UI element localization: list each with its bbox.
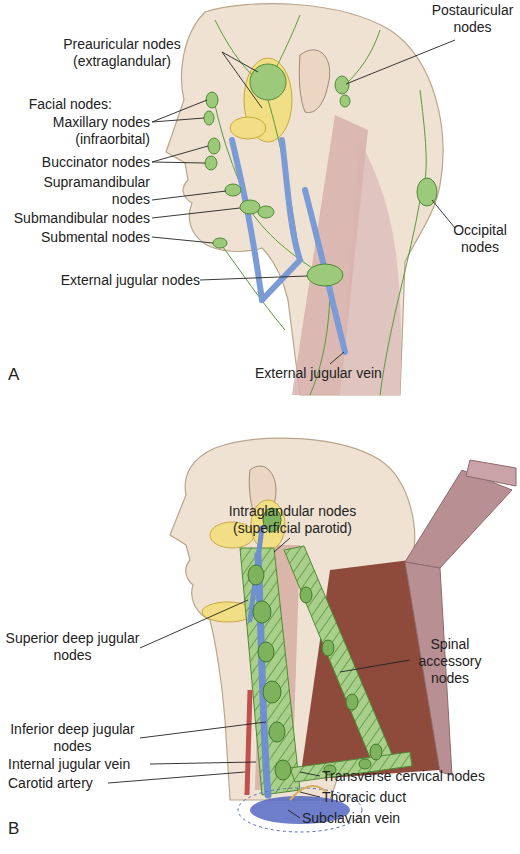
structure-label: Superior deep jugular nodes [5, 630, 140, 664]
structure-label: Buccinator nodes [0, 154, 150, 171]
spinal-accessory-chain [284, 546, 396, 772]
lymph-node [269, 722, 285, 742]
lymph-vessel [380, 200, 420, 395]
lymph-node [307, 264, 343, 286]
structure-label: Maxillary nodes (infraorbital) [0, 114, 150, 148]
leader-line [432, 200, 455, 228]
lymph-node [206, 92, 218, 108]
leader-line [108, 772, 245, 783]
structure-label: Spinal accessory nodes [405, 636, 495, 687]
sternocleidomastoid-muscle [292, 115, 368, 395]
lymph-node [258, 642, 274, 662]
lymph-node [225, 184, 241, 196]
structure-label: Submental nodes [0, 229, 150, 246]
veins [232, 140, 345, 352]
lymph-vessel [345, 30, 380, 85]
lymph-node [322, 640, 334, 656]
leader-line [340, 660, 410, 672]
lymph-node [300, 587, 312, 603]
carotid-artery [247, 690, 250, 795]
lymph-node [253, 601, 271, 623]
lymph-node [359, 759, 371, 769]
leader-line [140, 722, 266, 738]
facial-vein [232, 140, 262, 300]
structure-label: Thoracic duct [322, 789, 472, 806]
structure-label: Preauricular nodes (extraglandular) [22, 36, 222, 70]
structure-label: Subclavian vein [302, 810, 472, 827]
structure-label: External jugular nodes [40, 272, 200, 289]
deep-jugular-chain [240, 548, 300, 795]
lymph-node [213, 238, 227, 248]
lymph-node [204, 111, 214, 125]
leader-line [152, 162, 205, 163]
structure-label: Postauricular nodes [425, 2, 520, 36]
lymph-vessel [250, 210, 318, 272]
lymph-vessel [420, 90, 426, 180]
ear [299, 50, 330, 113]
trapezius-muscle [405, 470, 512, 568]
external-jugular-vein [305, 190, 345, 352]
leader-line [288, 810, 300, 818]
lymph-node [248, 565, 264, 585]
structure-label: External jugular vein [255, 365, 455, 382]
leader-line [150, 762, 256, 764]
structure-label: Carotid artery [8, 775, 158, 792]
lymph-node [263, 681, 281, 703]
leader-line [222, 52, 258, 72]
leader-line [346, 40, 455, 84]
leader-line [300, 772, 320, 776]
structure-label: Occipital nodes [440, 222, 520, 256]
structure-label: Transverse cervical nodes [322, 768, 517, 785]
lymph-node [205, 156, 217, 170]
leader-line [140, 600, 248, 648]
leader-line [152, 191, 226, 200]
structure-label: Intraglandular nodes (superficial paroti… [195, 503, 390, 537]
lymph-node [275, 760, 291, 780]
lymph-node [258, 206, 274, 218]
lymph-vessel [215, 20, 258, 80]
leader-line [152, 118, 204, 122]
leader-line [330, 352, 344, 364]
lymph-node [208, 138, 220, 154]
leader-line [222, 52, 262, 108]
leader-line [200, 276, 307, 280]
trapezius-muscle [466, 460, 516, 486]
structure-label: Inferior deep jugular nodes [5, 721, 140, 755]
lymph-vessel [275, 15, 300, 70]
lymph-nodes [204, 76, 437, 286]
lymph-node [250, 64, 286, 100]
structure-label: Submandibular nodes [0, 210, 150, 227]
lymph-node [346, 694, 358, 710]
leader-line [152, 146, 208, 162]
panel-letter: A [8, 366, 38, 383]
panel-letter: B [8, 820, 38, 837]
internal-jugular-vein [258, 555, 268, 795]
parotid-lobe [230, 117, 266, 139]
leader-lines [152, 40, 455, 364]
lymph-node [240, 200, 260, 214]
retromandibular-vein [262, 140, 300, 300]
leader-line [152, 237, 213, 243]
lymph-nodes [248, 508, 382, 780]
leader-line [274, 538, 290, 552]
structure-label: Internal jugular vein [8, 756, 208, 773]
leader-line [152, 100, 207, 122]
lymph-node [335, 76, 349, 94]
thoracic-duct [290, 786, 326, 800]
lymph-node [370, 744, 382, 760]
leader-line [152, 208, 240, 218]
group-label: Facial nodes: [0, 96, 112, 113]
lymph-vessels [215, 15, 426, 395]
lymph-node [340, 95, 350, 107]
head-skin [166, 4, 443, 395]
leader-line [300, 792, 320, 797]
structure-label: Supramandibular nodes [25, 174, 150, 208]
